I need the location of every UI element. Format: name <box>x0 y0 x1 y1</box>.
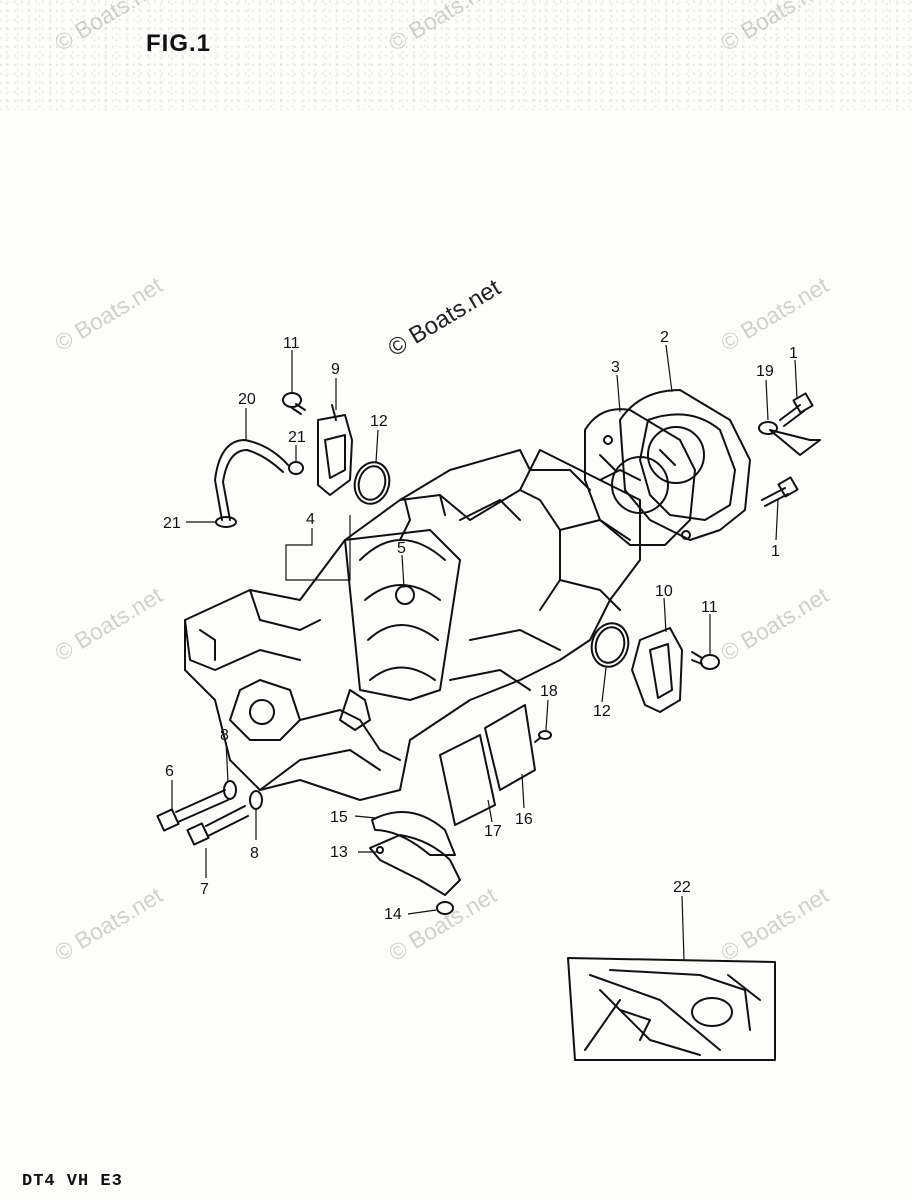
callout-12: 12 <box>593 703 611 720</box>
callout-17: 17 <box>484 823 502 840</box>
bolt-6-drawing <box>156 780 237 832</box>
bolt-7-drawing <box>186 790 263 846</box>
callout-4: 4 <box>306 511 315 528</box>
callout-16: 16 <box>515 811 533 828</box>
callout-18: 18 <box>540 683 558 700</box>
callout-22: 22 <box>673 879 691 896</box>
callout-21: 21 <box>163 515 181 532</box>
callout-20: 20 <box>238 391 256 408</box>
cover-9-drawing <box>317 404 353 496</box>
callout-11: 11 <box>283 335 300 352</box>
bolt-11-drawing <box>282 392 306 415</box>
figure-label: FIG.1 <box>146 30 212 57</box>
scan-noise <box>0 0 912 110</box>
head-cover-gasket-drawing <box>619 389 751 541</box>
callout-9: 9 <box>331 361 340 378</box>
callout-8: 8 <box>250 845 259 862</box>
bolt-11-drawing <box>691 651 720 670</box>
callout-14: 14 <box>384 906 402 923</box>
callout-15: 15 <box>330 809 348 826</box>
callout-1: 1 <box>771 543 780 560</box>
callout-19: 19 <box>756 363 774 380</box>
callout-3: 3 <box>611 359 620 376</box>
callout-2: 2 <box>660 329 669 346</box>
plate-17-drawing <box>439 734 496 826</box>
callout-13: 13 <box>330 844 348 861</box>
cylinder-block-drawing <box>184 449 641 801</box>
callout-5: 5 <box>397 540 406 557</box>
callout-8: 8 <box>220 727 229 744</box>
o-ring-12-drawing <box>353 461 391 505</box>
plate-16-drawing <box>484 704 536 791</box>
bolt-drawing <box>761 476 799 507</box>
screw-18-drawing <box>534 730 552 743</box>
cover-10-drawing <box>631 627 683 713</box>
o-ring-12-drawing <box>590 622 630 668</box>
callout-7: 7 <box>200 881 209 898</box>
cylinder-head-gasket-drawing <box>584 408 696 546</box>
callout-21: 21 <box>288 429 306 446</box>
callout-6: 6 <box>165 763 174 780</box>
callout-11: 11 <box>701 599 718 616</box>
plate-15-drawing <box>371 811 456 856</box>
leader-lines <box>171 344 798 961</box>
callout-12: 12 <box>370 413 388 430</box>
plug-14-drawing <box>436 901 454 915</box>
bolt-drawing <box>758 392 821 456</box>
gasket-kit-drawing <box>567 957 776 1061</box>
model-code: DT4 VH E3 <box>22 1172 123 1191</box>
plate-13-drawing <box>369 834 461 896</box>
callout-1: 1 <box>789 345 798 362</box>
callout-labels: 1 1 2 3 4 5 6 7 8 8 9 10 11 11 12 12 13 … <box>163 329 798 923</box>
callout-10: 10 <box>655 583 673 600</box>
hose-20-drawing <box>214 439 304 528</box>
